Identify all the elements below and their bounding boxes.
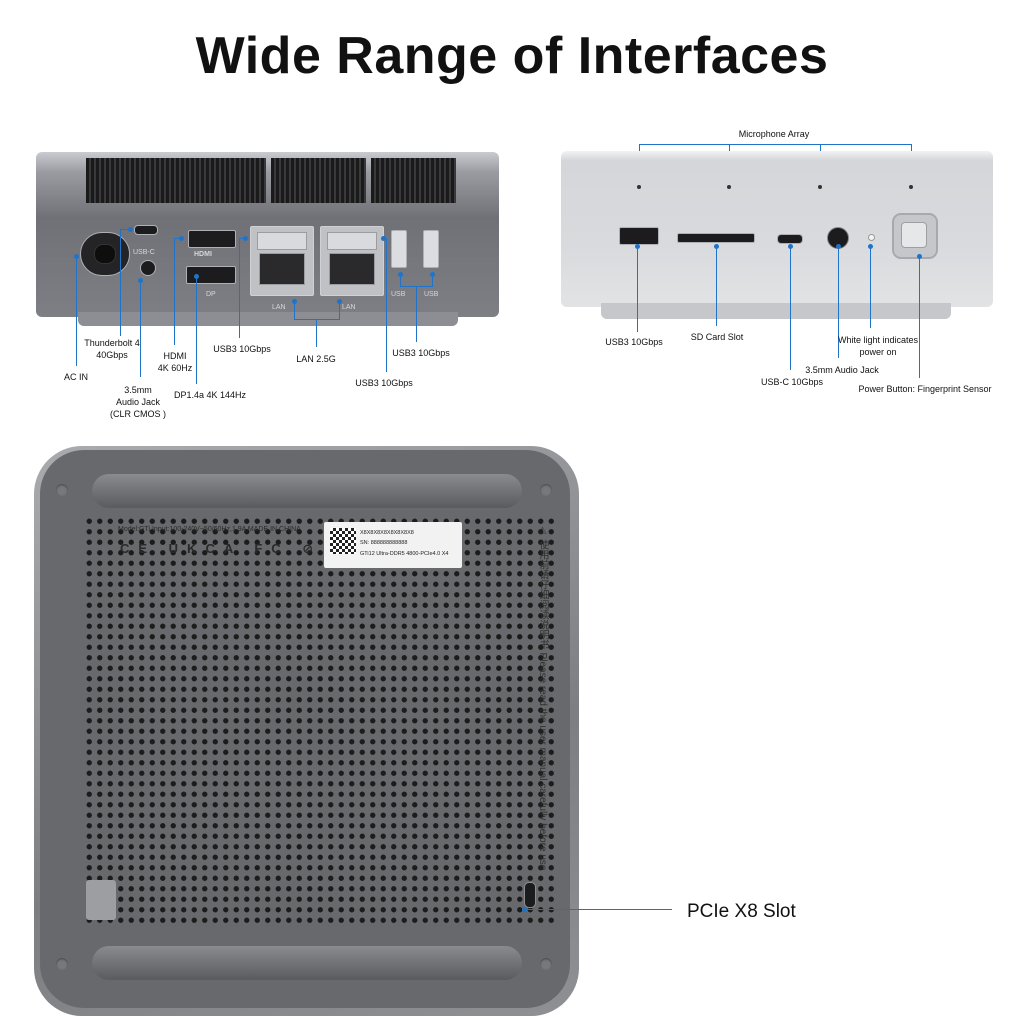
callout-line-sd	[716, 246, 717, 326]
label-front-audio-jack: 3.5mm Audio Jack	[805, 365, 879, 375]
screw-top-right-icon	[540, 484, 552, 496]
callout-line-audio	[140, 280, 141, 377]
sticker-line-1: X8X8X8X8X8X8X8X8	[360, 530, 414, 536]
callout-line-hdmi	[174, 238, 175, 345]
rubber-tab	[86, 880, 116, 920]
usb-a-port-2	[423, 230, 439, 268]
label-power-button: Power Button: Fingerprint Sensor	[858, 384, 992, 394]
vent-3	[271, 158, 366, 203]
callout-line-front-audio	[838, 246, 839, 358]
label-microphone-array: Microphone Array	[738, 129, 810, 139]
front-panel-foot	[601, 303, 951, 319]
label-dp: DP1.4a 4K 144Hz	[174, 390, 247, 400]
callout-line-lan1	[294, 301, 295, 319]
sticker-serial: SN: 888888888888	[360, 540, 408, 546]
label-thunderbolt: Thunderbolt 4 40Gbps	[84, 338, 140, 360]
ac-in-socket	[94, 244, 116, 264]
bottom-panel-device: Model:GTi Input:100-240V~50/60Hz,1.9A MA…	[34, 446, 579, 1016]
fingerprint-sensor-icon	[901, 222, 927, 248]
callout-line-front-usbc	[790, 246, 791, 370]
callout-line-ac	[76, 256, 77, 366]
label-usb3-right: USB3 10Gbps	[392, 348, 450, 358]
vent-2	[171, 158, 266, 203]
sd-card-slot	[677, 233, 755, 243]
callout-line-dp	[196, 276, 197, 384]
mic-hole-2	[727, 185, 731, 189]
callout-dot-tb	[128, 227, 133, 232]
hdmi-text: HDMI	[194, 251, 212, 258]
dp-text: DP	[206, 291, 216, 298]
lan-port-1	[250, 226, 314, 296]
callout-line-usb3-left-h	[239, 238, 246, 239]
dp-port	[186, 266, 236, 284]
label-ac-in: AC IN	[64, 372, 89, 382]
page-title: Wide Range of Interfaces	[195, 27, 829, 85]
callout-line-hdmi-h	[174, 238, 182, 239]
model-info-text: Model:GTi Input:100-240V~50/60Hz,1.9A MA…	[118, 526, 301, 533]
label-hdmi: HDMI 4K 60Hz	[157, 351, 193, 373]
callout-line-usb-b	[432, 274, 433, 286]
front-usb-a-port	[619, 227, 659, 245]
vent-4	[371, 158, 456, 203]
mic-hole-1	[637, 185, 641, 189]
thunderbolt-port	[134, 225, 158, 235]
callout-line-power	[919, 256, 920, 378]
audio-jack-port	[140, 260, 156, 276]
callout-line-mic-h	[639, 144, 912, 145]
label-usb3-left: USB3 10Gbps	[213, 344, 271, 354]
label-front-usb3: USB3 10Gbps	[605, 337, 663, 347]
bottom-rubber-rail	[92, 946, 522, 980]
usbc-text: USB-C	[133, 249, 155, 256]
callout-line-front-usb	[637, 246, 638, 332]
hdmi-port	[188, 230, 236, 248]
front-usbc-port	[777, 234, 803, 244]
lan-text-2: LAN	[342, 304, 356, 311]
back-panel-device: USB-C HDMI DP LAN LAN USB USB	[36, 152, 499, 328]
callout-line-lan-h	[294, 319, 340, 320]
screw-bottom-left-icon	[56, 958, 68, 970]
pcie-slot	[524, 882, 536, 908]
label-usb3-center: USB3 10Gbps	[355, 378, 413, 388]
mic-hole-4	[909, 185, 913, 189]
callout-line-lan2	[339, 301, 340, 319]
callout-line-usb3-center	[386, 238, 387, 372]
warning-text: ⚠ 使用前请仔细阅读说明书 Please read the user manua…	[537, 526, 548, 871]
label-pcie-slot: PCIe X8 Slot	[687, 901, 796, 922]
power-led	[868, 234, 875, 241]
ventilation-grid	[84, 516, 554, 926]
usb-a-port-1	[391, 230, 407, 268]
callout-line-led	[870, 246, 871, 328]
callout-line-usb-a	[400, 274, 401, 286]
label-front-usbc: USB-C 10Gbps	[760, 377, 824, 387]
label-lan: LAN 2.5G	[296, 354, 336, 364]
front-panel-device	[561, 151, 993, 323]
label-white-light: White light indicates power on	[837, 335, 919, 357]
callout-line-pcie	[524, 909, 672, 910]
callout-dot-usb3-center	[381, 236, 386, 241]
callout-line-tb-h	[120, 229, 130, 230]
lan-port-2	[320, 226, 384, 296]
top-rubber-rail	[92, 474, 522, 508]
serial-sticker: X8X8X8X8X8X8X8X8 SN: 888888888888 GTi12 …	[324, 522, 462, 568]
usb-text-1: USB	[391, 291, 406, 298]
certification-marks: CE UKCA FC ⊘ ⊠ ♺	[120, 541, 388, 556]
callout-line-lan	[316, 319, 317, 347]
callout-line-tb	[120, 229, 121, 336]
label-audio-jack-back: 3.5mm Audio Jack (CLR CMOS )	[110, 385, 166, 419]
qr-code-icon	[330, 528, 356, 554]
label-sd-card: SD Card Slot	[690, 332, 744, 342]
screw-bottom-right-icon	[540, 958, 552, 970]
vent-1	[86, 158, 171, 203]
callout-line-usb3-left	[239, 238, 240, 338]
back-panel-foot	[78, 312, 458, 326]
sticker-spec: GTi12 Ultra-DDR5 4800-PCIe4.0 X4	[360, 551, 449, 557]
lan-text-1: LAN	[272, 304, 286, 311]
screw-top-left-icon	[56, 484, 68, 496]
mic-hole-3	[818, 185, 822, 189]
callout-line-usb3-right	[416, 286, 417, 342]
usb-text-2: USB	[424, 291, 439, 298]
